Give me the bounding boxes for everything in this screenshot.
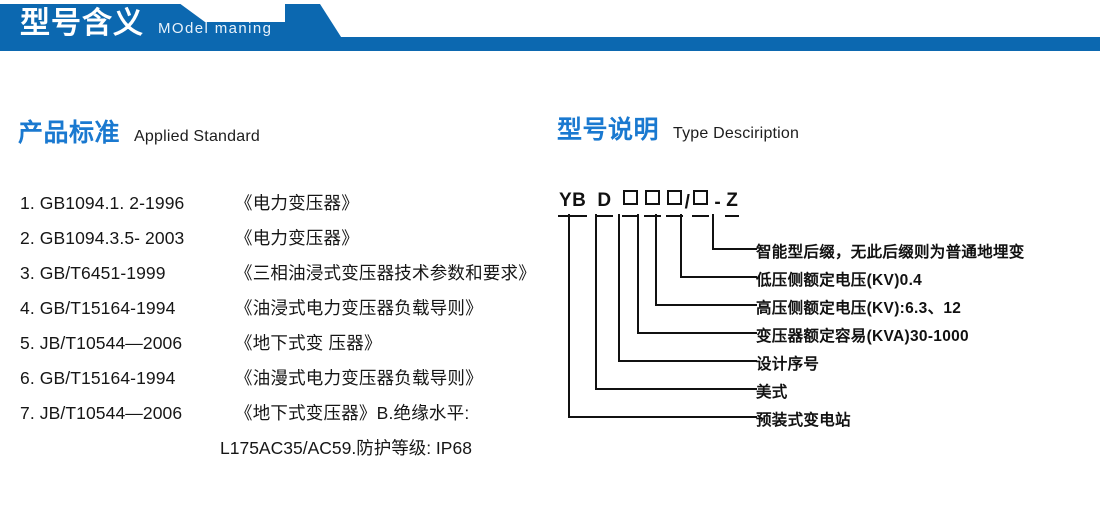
- leader-vline-7: [568, 214, 570, 417]
- banner-notch: [175, 0, 285, 22]
- standard-continuation-text: L175AC35/AC59.防护等级: IP68: [220, 438, 472, 458]
- banner-title-cn: 型号含义: [20, 7, 144, 40]
- standards-list-item: 6. GB/T15164-1994 《油漫式电力变压器负载导则》: [20, 365, 550, 400]
- type-code-diagram: YB D / - Z: [552, 190, 1092, 440]
- code-segment-box-3: [665, 190, 683, 217]
- standard-name: 《电力变压器》: [235, 228, 359, 248]
- code-segment-box-1: [621, 190, 639, 217]
- leader-vline-6: [595, 214, 597, 389]
- banner-title-group: 型号含义 MOdel maning: [20, 6, 272, 42]
- description-label: 低压侧额定电压(KV)0.4: [756, 272, 923, 289]
- description-label: 变压器额定容易(KVA)30-1000: [756, 328, 969, 345]
- leader-hline-4: [637, 332, 757, 334]
- leader-vline-2: [680, 214, 682, 277]
- leader-vline-1: [712, 214, 714, 249]
- standard-code: 3. GB/T6451-1999: [20, 263, 166, 283]
- standards-list-item: 5. JB/T10544—2006 《地下式变 压器》: [20, 330, 550, 365]
- standards-continuation-line: L175AC35/AC59.防护等级: IP68: [20, 435, 550, 470]
- section-heading-en-right: Type Desciription: [673, 125, 800, 142]
- standard-name: 《三相油浸式变压器技术参数和要求》: [235, 263, 536, 283]
- standard-code: 4. GB/T15164-1994: [20, 298, 176, 318]
- standard-code: 2. GB1094.3.5- 2003: [20, 228, 185, 248]
- standard-name: 《油漫式电力变压器负载导则》: [235, 368, 483, 388]
- leader-hline-2: [680, 276, 757, 278]
- leader-vline-3: [655, 214, 657, 305]
- code-box-icon: [644, 190, 660, 205]
- standard-code: 1. GB1094.1. 2-1996: [20, 193, 185, 213]
- standards-list-item: 7. JB/T10544—2006 《地下式变压器》B.绝缘水平:: [20, 400, 550, 435]
- standard-name: 《地下式变 压器》: [235, 333, 382, 353]
- leader-hline-6: [595, 388, 757, 390]
- leader-hline-5: [618, 360, 757, 362]
- description-label: 高压侧额定电压(KV):6.3、12: [756, 300, 962, 317]
- code-segment-z: Z: [725, 190, 740, 217]
- section-heading-cn-left: 产品标准: [18, 119, 121, 147]
- code-segment-d: D: [596, 190, 613, 217]
- standards-list-item: 2. GB1094.3.5- 2003 《电力变压器》: [20, 225, 550, 260]
- banner-block: [0, 4, 350, 51]
- standard-name: 《地下式变压器》B.绝缘水平:: [235, 403, 470, 423]
- code-segment-box-2: [643, 190, 661, 217]
- standard-name: 《油浸式电力变压器负载导则》: [235, 298, 483, 318]
- standards-list-item: 1. GB1094.1. 2-1996 《电力变压器》: [20, 190, 550, 225]
- code-box-icon: [666, 190, 682, 205]
- standards-list: 1. GB1094.1. 2-1996 《电力变压器》 2. GB1094.3.…: [20, 190, 550, 470]
- section-heading-cn-right: 型号说明: [557, 116, 660, 144]
- section-heading-applied-standard: 产品标准 Applied Standard: [18, 113, 260, 149]
- description-label: 美式: [756, 384, 788, 401]
- section-heading-en-left: Applied Standard: [134, 128, 260, 145]
- banner-title-en: MOdel maning: [158, 20, 273, 37]
- page-banner: 型号含义 MOdel maning: [0, 0, 1100, 55]
- standards-list-item: 3. GB/T6451-1999 《三相油浸式变压器技术参数和要求》: [20, 260, 550, 295]
- code-segment-box-4: [692, 190, 710, 217]
- code-separator-slash: /: [684, 192, 691, 213]
- standard-name: 《电力变压器》: [235, 193, 359, 213]
- section-heading-type-description: 型号说明 Type Desciription: [557, 110, 799, 146]
- standard-code: 6. GB/T15164-1994: [20, 368, 176, 388]
- description-label: 设计序号: [756, 356, 820, 373]
- standard-code: 5. JB/T10544—2006: [20, 333, 183, 353]
- leader-hline-3: [655, 304, 757, 306]
- leader-hline-7: [568, 416, 757, 418]
- leader-vline-4: [637, 214, 639, 333]
- code-segment-yb: YB: [558, 190, 588, 217]
- leader-hline-1: [712, 248, 757, 250]
- type-code-string: YB D / - Z: [558, 190, 740, 217]
- standards-list-item: 4. GB/T15164-1994 《油浸式电力变压器负载导则》: [20, 295, 550, 330]
- code-box-icon: [622, 190, 638, 205]
- leader-vline-5: [618, 214, 620, 361]
- description-label: 预装式变电站: [756, 412, 851, 429]
- code-box-icon: [693, 190, 709, 205]
- description-label: 智能型后缀，无此后缀则为普通地埋变: [756, 244, 1025, 261]
- code-separator-dash: -: [714, 192, 722, 213]
- standard-code: 7. JB/T10544—2006: [20, 403, 183, 423]
